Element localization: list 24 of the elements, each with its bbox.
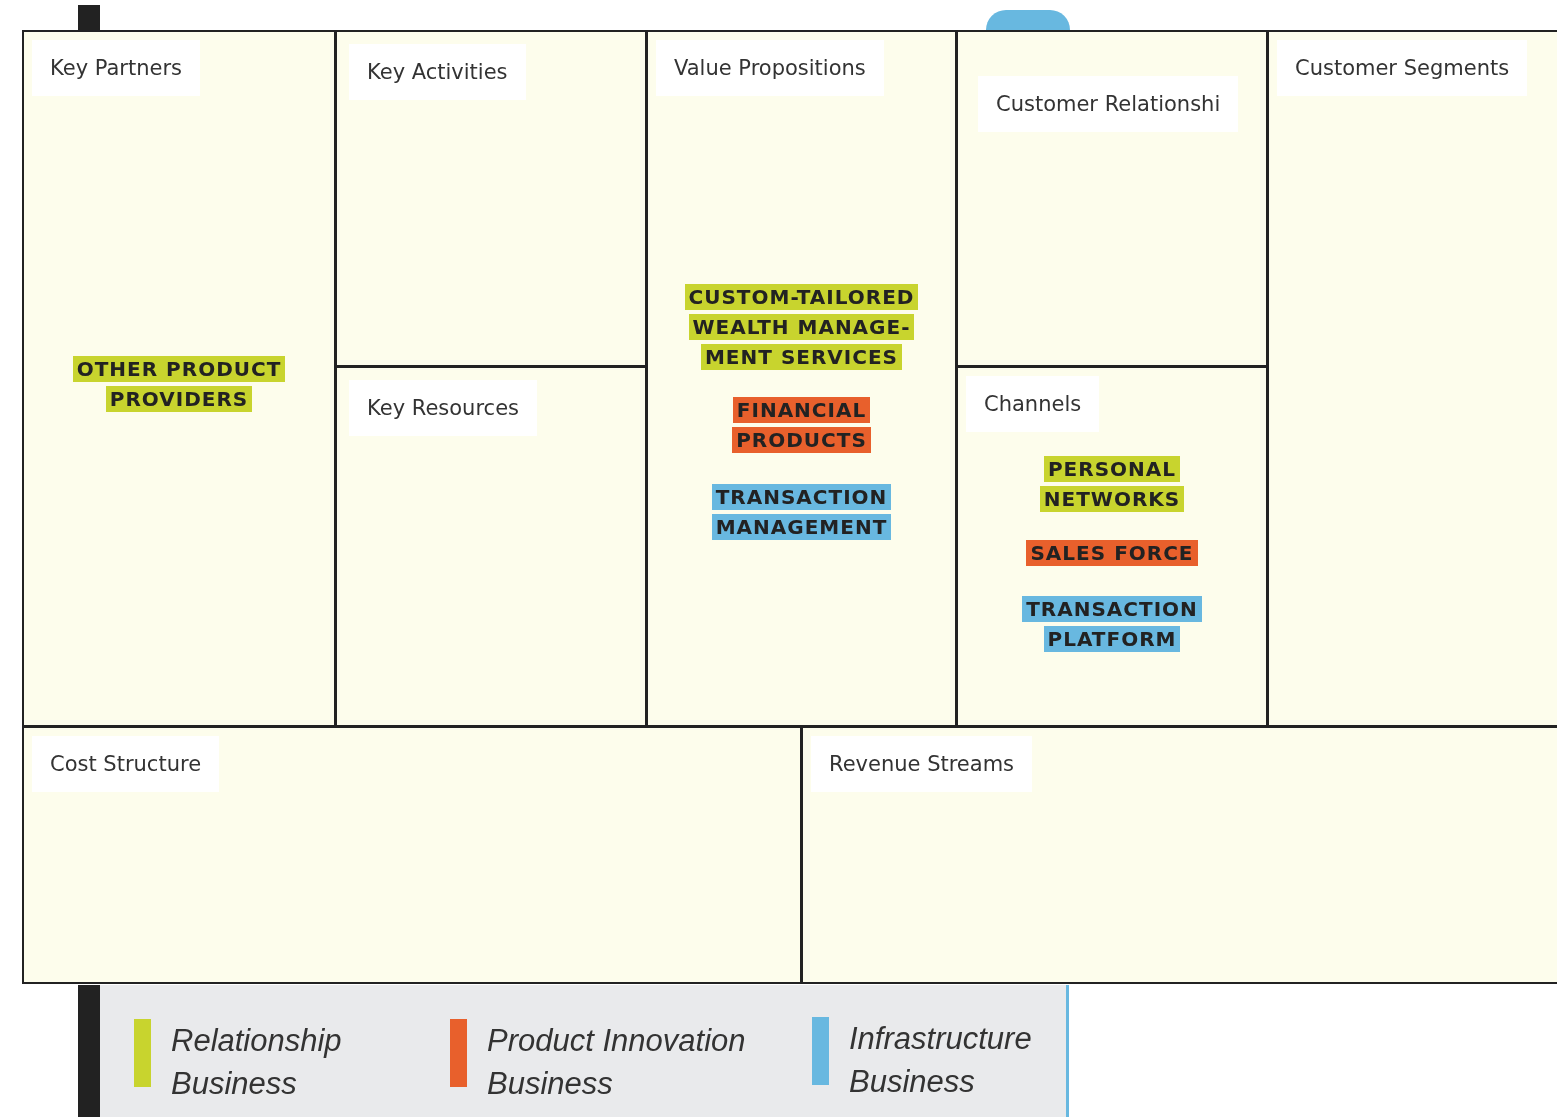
block-heading: Channels (966, 376, 1100, 432)
block-heading: Revenue Streams (811, 736, 1033, 792)
block-heading: Key Partners (32, 40, 200, 96)
canvas-block (956, 30, 1268, 367)
legend-label: Infrastructure Business (849, 1020, 1033, 1101)
legend-label: Product Innovation Business (487, 1022, 747, 1103)
marker-bar (78, 985, 100, 1117)
canvas-block (335, 366, 647, 727)
canvas-block (22, 30, 336, 727)
semicircle-tab (986, 10, 1070, 30)
legend-label: Relationship Business (171, 1022, 343, 1103)
block-heading: Cost Structure (32, 736, 220, 792)
canvas-block (22, 726, 802, 984)
canvas-block (956, 366, 1268, 727)
block-heading: Value Propositions (656, 40, 884, 96)
canvas-block (801, 726, 1557, 984)
canvas-block (1267, 30, 1557, 727)
marker-bar (78, 5, 100, 31)
block-heading: Customer Segments (1277, 40, 1528, 96)
block-heading: Customer Relationshi (978, 76, 1239, 132)
block-heading: Key Resources (349, 380, 537, 436)
canvas-block (335, 30, 647, 367)
canvas-block (646, 30, 957, 727)
block-heading: Key Activities (349, 44, 526, 100)
